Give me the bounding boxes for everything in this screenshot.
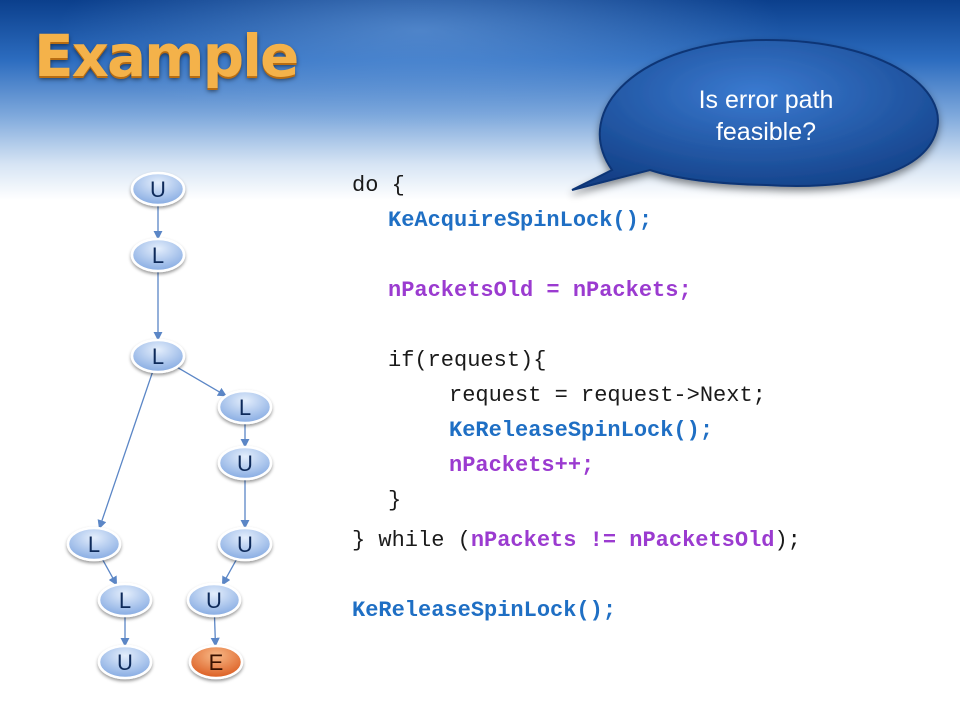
- code-assign-npacketsold: nPacketsOld = nPackets;: [388, 278, 692, 303]
- code-npackets-increment: nPackets++;: [449, 453, 595, 478]
- graph-node-n1: U: [130, 171, 186, 207]
- slide-title: Example: [34, 22, 299, 90]
- graph-node-shape: [66, 526, 122, 562]
- code-line-next: request = request->Next;: [449, 378, 766, 413]
- graph-node-label: U: [150, 177, 166, 202]
- graph-node-shape: [130, 338, 186, 374]
- code-line-while: } while (nPackets != nPacketsOld);: [352, 523, 801, 558]
- graph-node-n9: U: [186, 582, 242, 618]
- graph-edge-n9-n11: [210, 615, 220, 647]
- code-line-release-inner: KeReleaseSpinLock();: [449, 413, 713, 448]
- code-line-acquire: KeAcquireSpinLock();: [388, 203, 652, 238]
- code-block: do { KeAcquireSpinLock(); nPacketsOld = …: [352, 168, 801, 623]
- graph-node-label: L: [119, 588, 131, 613]
- graph-node-n5: U: [217, 445, 273, 481]
- graph-node-shape: [217, 389, 273, 425]
- graph-node-label: L: [152, 344, 164, 369]
- graph-node-label: L: [152, 243, 164, 268]
- code-line-increment: nPackets++;: [449, 448, 594, 483]
- callout-text-line-1: Is error path: [699, 86, 834, 114]
- code-while-end: );: [774, 528, 801, 553]
- graph-node-n6: L: [66, 526, 122, 562]
- graph-node-shape: [217, 526, 273, 562]
- graph-node-shape: [97, 582, 153, 618]
- graph-node-shape: [188, 644, 244, 680]
- graph-node-label: U: [117, 650, 133, 675]
- graph-node-shape: [130, 171, 186, 207]
- graph-node-n4: L: [217, 389, 273, 425]
- graph-edge-n7-n9: [221, 558, 238, 586]
- graph-node-n7: U: [217, 526, 273, 562]
- graph-node-n10: U: [97, 644, 153, 680]
- graph-node-shape: [130, 237, 186, 273]
- graph-edges: [97, 205, 250, 647]
- code-line-release-final: KeReleaseSpinLock();: [352, 593, 616, 628]
- graph-edge-n3-n4: [176, 366, 227, 397]
- speech-bubble-shape: [571, 38, 939, 191]
- graph-edge-n6-n8: [101, 558, 118, 586]
- code-do-open: do {: [352, 173, 405, 198]
- graph-node-label: L: [239, 395, 251, 420]
- code-request-next: request = request->Next;: [449, 383, 766, 408]
- callout-text-line-2: feasible?: [716, 118, 816, 146]
- code-line-assign-old: nPacketsOld = nPackets;: [388, 273, 692, 308]
- graph-node-label: U: [237, 532, 253, 557]
- code-acquire-spinlock: KeAcquireSpinLock();: [388, 208, 653, 233]
- graph-node-label: U: [237, 451, 253, 476]
- code-release-spinlock-final: KeReleaseSpinLock();: [352, 598, 617, 623]
- graph-node-n8: L: [97, 582, 153, 618]
- graph-node-n3: L: [130, 338, 186, 374]
- code-line-if-close: }: [388, 483, 401, 518]
- code-if-close-brace: }: [388, 488, 402, 513]
- graph-edge-n3-n6: [97, 371, 154, 530]
- code-if-request: if(request){: [388, 348, 547, 373]
- graph-node-shape: [97, 644, 153, 680]
- graph-node-n2: L: [130, 237, 186, 273]
- code-line-if: if(request){: [388, 343, 546, 378]
- graph-node-label: U: [206, 588, 222, 613]
- graph-node-label: L: [88, 532, 100, 557]
- code-release-spinlock-inner: KeReleaseSpinLock();: [449, 418, 714, 443]
- code-while-keyword: } while (: [352, 528, 471, 553]
- graph-node-label: E: [209, 650, 224, 675]
- code-line-do: do {: [352, 168, 405, 203]
- graph-node-shape: [217, 445, 273, 481]
- graph-nodes: U L L L U L U L U U E: [66, 171, 273, 680]
- graph-node-shape: [186, 582, 242, 618]
- code-while-condition: nPackets != nPacketsOld: [470, 528, 775, 553]
- graph-node-n11: E: [188, 644, 244, 680]
